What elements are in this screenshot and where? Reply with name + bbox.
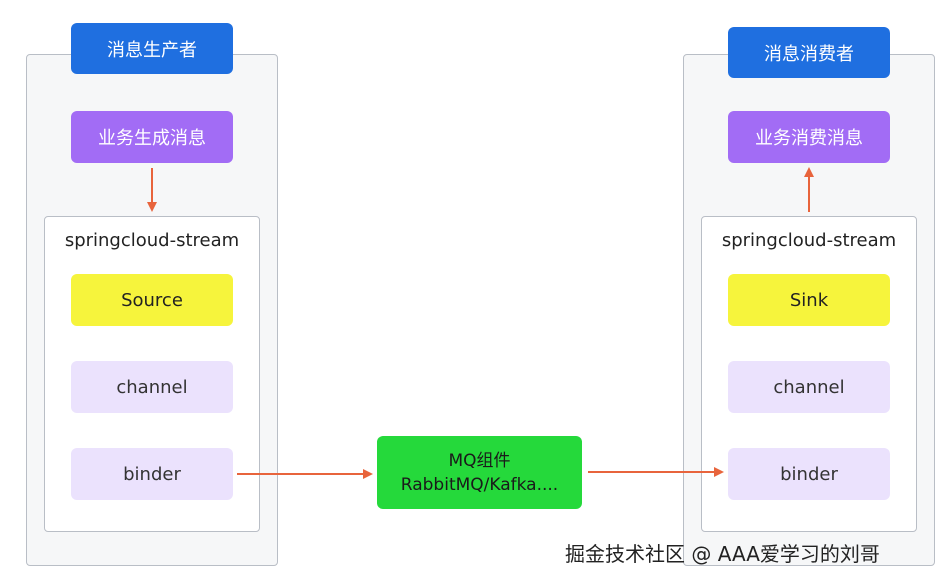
sink-node: Sink — [728, 274, 890, 326]
source-node: Source — [71, 274, 233, 326]
producer-stream-label: springcloud-stream — [64, 230, 240, 251]
consumer-binder-node: binder — [728, 448, 890, 500]
consumer-stream-label: springcloud-stream — [721, 230, 897, 251]
mq-label-line1: MQ组件 — [448, 450, 511, 471]
consumer-business-node: 业务消费消息 — [728, 111, 890, 163]
producer-business-node: 业务生成消息 — [71, 111, 233, 163]
consumer-channel-node: channel — [728, 361, 890, 413]
mq-node: MQ组件 RabbitMQ/Kafka.... — [377, 436, 582, 509]
producer-channel-node: channel — [71, 361, 233, 413]
producer-title: 消息生产者 — [71, 23, 233, 74]
footer-credit: 掘金技术社区 @ AAA爱学习的刘哥 — [565, 542, 880, 566]
consumer-title: 消息消费者 — [728, 27, 890, 78]
mq-label-line2: RabbitMQ/Kafka.... — [400, 474, 559, 495]
producer-binder-node: binder — [71, 448, 233, 500]
